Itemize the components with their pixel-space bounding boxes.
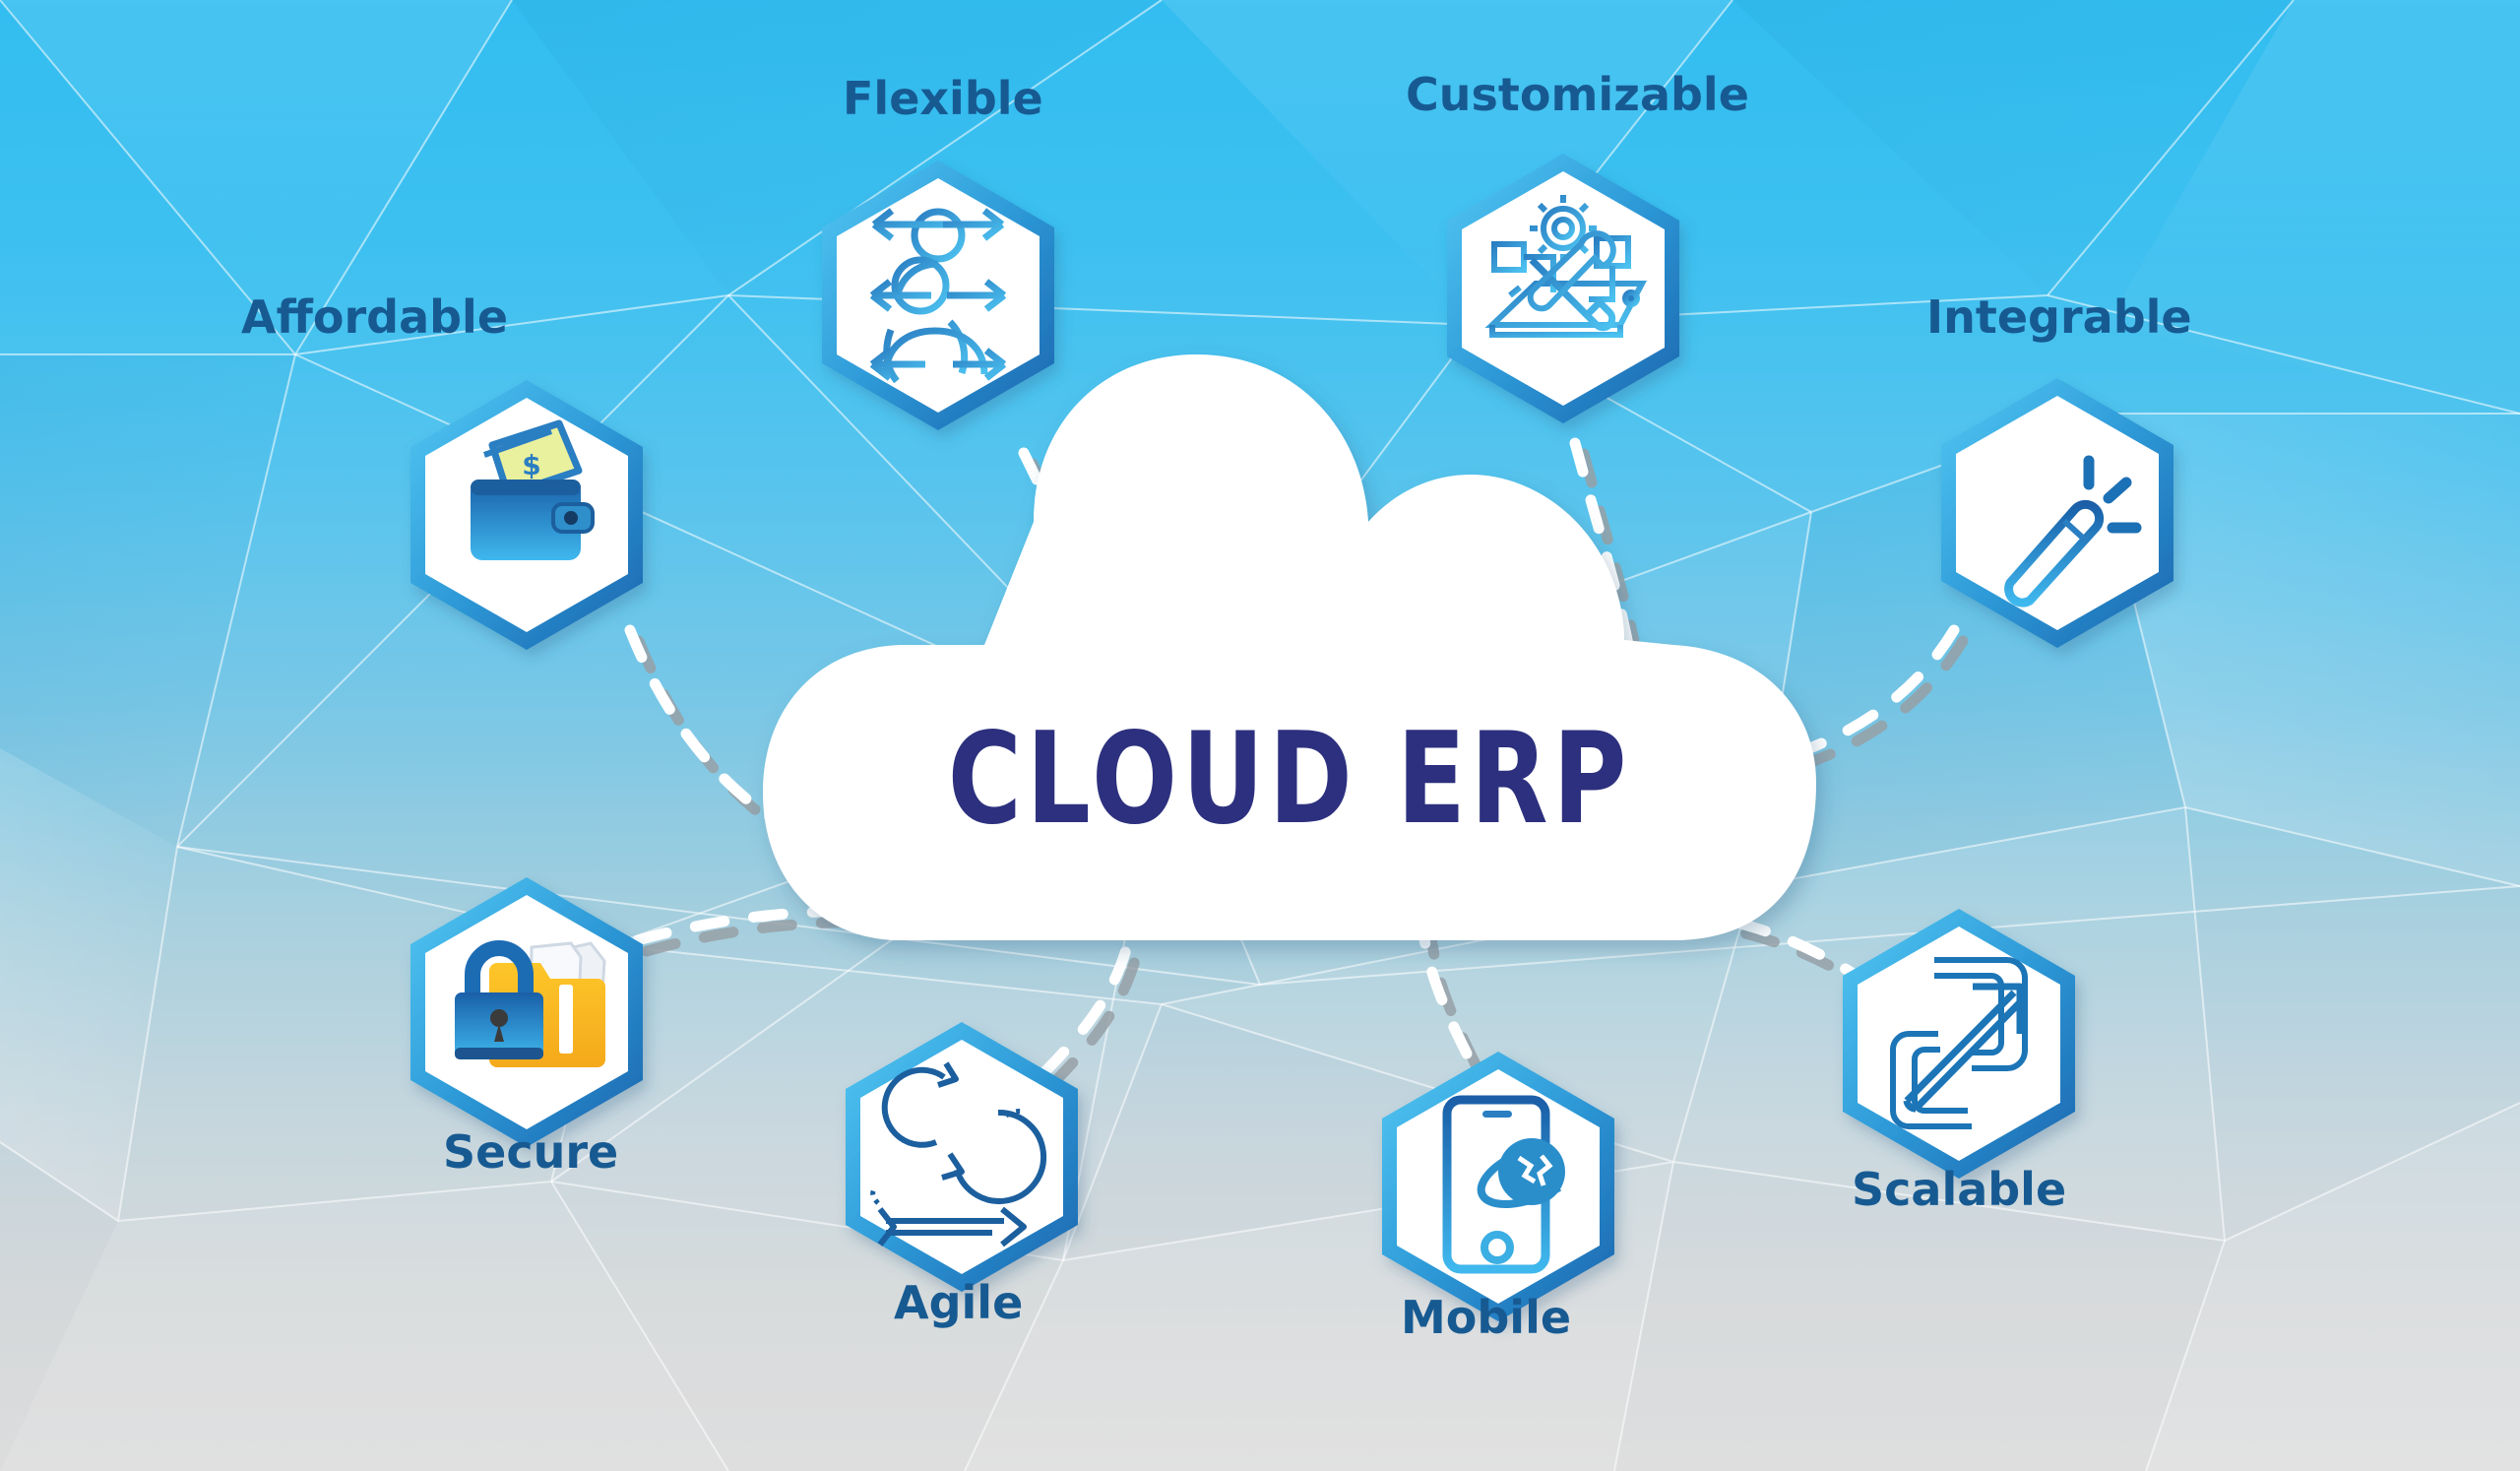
hex-flexible[interactable]	[822, 160, 1054, 430]
label-scalable: Scalable	[1852, 1163, 2066, 1216]
person-arrows-icon	[869, 208, 1007, 384]
hex-integrable[interactable]	[1941, 378, 2174, 648]
smartphone-globe-icon	[1442, 1095, 1565, 1274]
expand-arrow-icon	[1890, 957, 2028, 1129]
hex-agile[interactable]	[846, 1022, 1078, 1292]
cloud-title: CLOUD ERP	[948, 706, 1632, 853]
label-agile: Agile	[894, 1276, 1023, 1329]
hex-customizable[interactable]	[1447, 154, 1679, 423]
hex-affordable[interactable]: $	[410, 380, 643, 650]
tablet-tools-gear-icon	[1484, 195, 1647, 338]
label-flexible: Flexible	[843, 72, 1043, 125]
label-secure: Secure	[443, 1125, 618, 1179]
label-affordable: Affordable	[241, 290, 508, 344]
connector-customizable	[1569, 437, 1640, 685]
connector-scalable	[1697, 910, 1876, 991]
hex-scalable[interactable]	[1843, 909, 2075, 1179]
padlock-folder-icon	[455, 940, 606, 1067]
label-integrable: Integrable	[1926, 290, 2192, 344]
wallet-money-icon: $	[471, 419, 595, 560]
connector-agile	[1038, 920, 1138, 1079]
label-mobile: Mobile	[1401, 1291, 1571, 1344]
label-customizable: Customizable	[1406, 68, 1749, 121]
cloud-shape	[763, 354, 1816, 940]
hex-mobile[interactable]	[1382, 1052, 1614, 1321]
magic-wand-icon	[2004, 455, 2142, 608]
svg-text:$: $	[522, 449, 540, 481]
cyclic-arrows-icon	[870, 1061, 1047, 1247]
hex-secure[interactable]	[410, 877, 643, 1147]
